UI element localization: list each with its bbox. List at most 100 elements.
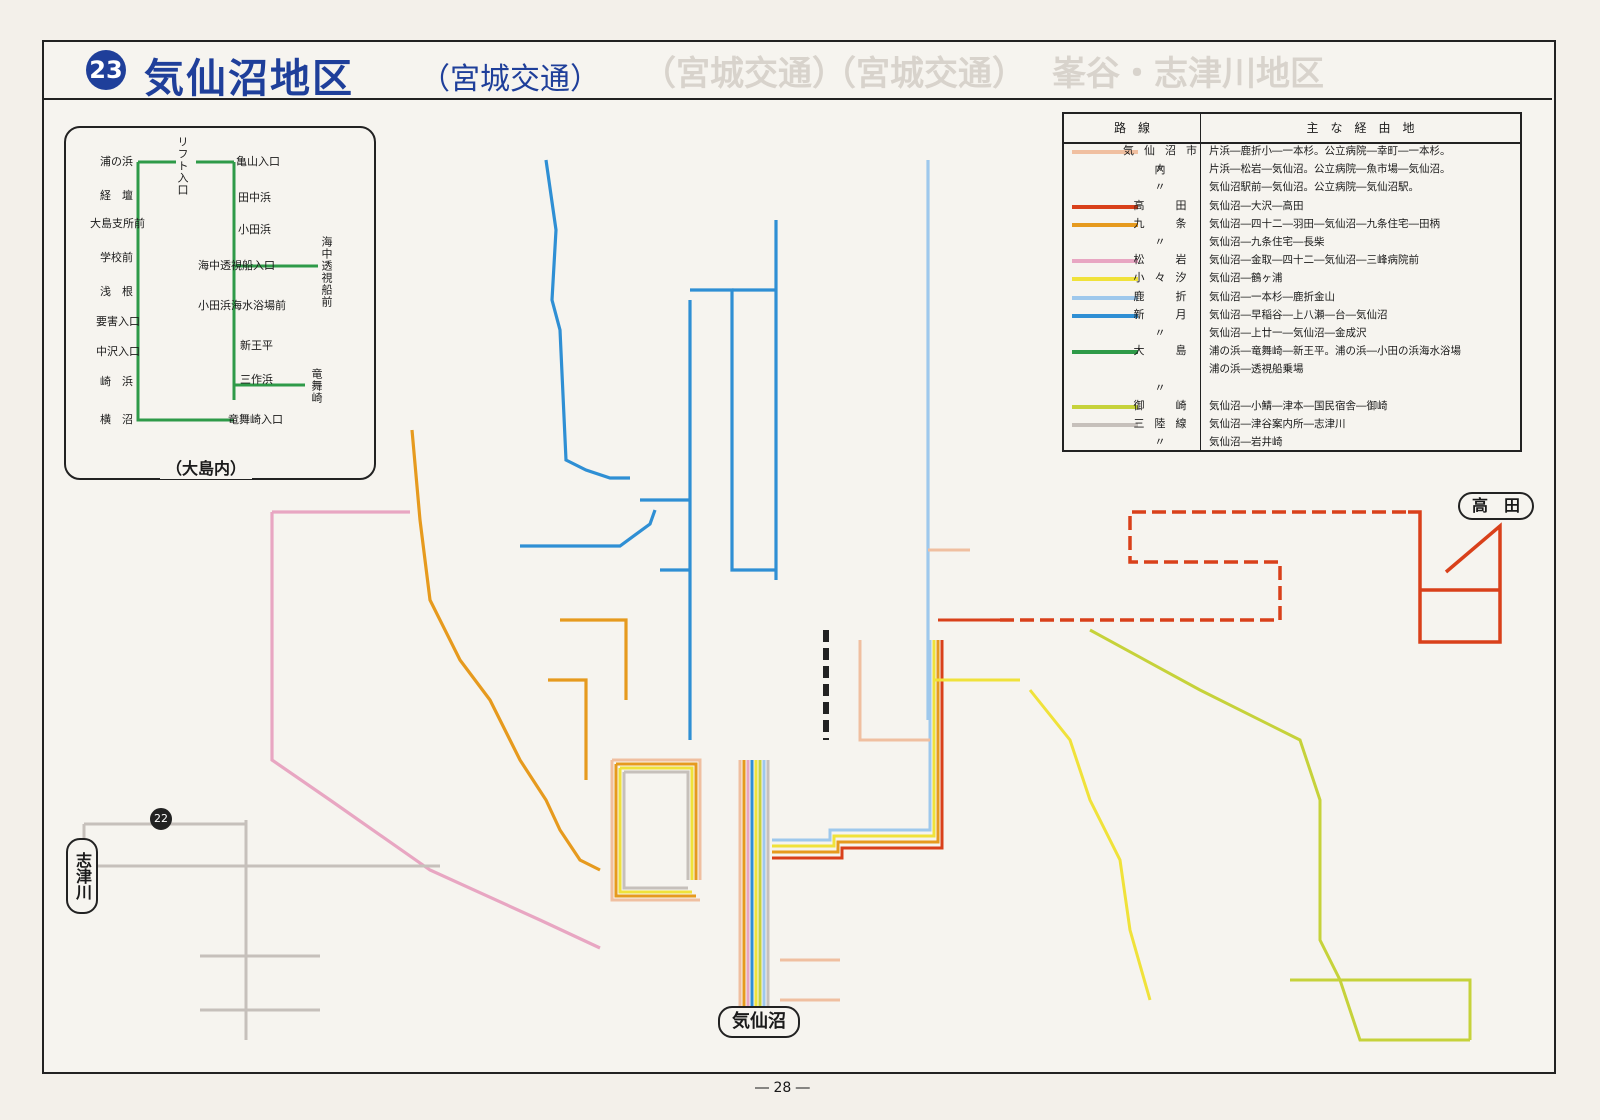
legend-row: 気仙沼市内片浜―鹿折小―一本杉。公立病院―幸町―一本杉。 (1064, 142, 1520, 176)
legend-swatch (1072, 295, 1138, 300)
legend-swatch (1072, 204, 1138, 209)
niitsuki-route (520, 159, 778, 740)
legend-divider (1200, 114, 1201, 450)
takata-route (1000, 510, 1502, 644)
legend-route-header: 路 線 (1064, 114, 1200, 144)
legend-route-name: 〃 (1154, 435, 1176, 449)
stop-label: 海中透視船入口 (198, 259, 275, 272)
legend-row: 三陸線気仙沼―津谷案内所―志津川 (1064, 415, 1520, 434)
stop-label: 竜舞崎 (310, 368, 323, 404)
legend-route-name: 松 岩 (1133, 253, 1197, 267)
legend-row: 高 田気仙沼―大沢―高田 (1064, 197, 1520, 216)
legend-via: 気仙沼―津谷案内所―志津川 (1209, 418, 1346, 430)
stop-label: 竜舞崎入口 (228, 413, 283, 426)
takata-terminal-label: 高 田 (1458, 492, 1534, 520)
legend-route-name: 鹿 折 (1133, 289, 1197, 303)
bleed-through-text-1: （宮城交通） (642, 54, 846, 94)
route-legend: 路 線 主 な 経 由 地 気仙沼市内片浜―鹿折小―一本杉。公立病院―幸町―一本… (1062, 112, 1522, 452)
legend-row: 〃 (1064, 379, 1520, 398)
stop-label: 崎 浜 (100, 375, 133, 388)
legend-row: 九 条気仙沼―四十二―羽田―気仙沼―九条住宅―田柄 (1064, 215, 1520, 234)
legend-via: 気仙沼―上廿一―気仙沼―金成沢 (1209, 327, 1367, 339)
stop-label: 三作浜 (240, 373, 273, 386)
legend-row: 〃 気仙沼―九条住宅―長柴 (1064, 233, 1520, 252)
legend-route-name: 〃 (1154, 235, 1176, 248)
stop-label: 浦の浜 (100, 155, 133, 168)
legend-via: 気仙沼―岩井崎 (1209, 436, 1283, 449)
legend-via-header: 主 な 経 由 地 (1201, 114, 1520, 144)
legend-row: 〃 気仙沼―岩井崎 (1064, 433, 1520, 452)
legend-swatch (1072, 350, 1138, 355)
route-22-badge: 22 (150, 808, 172, 830)
legend-row: 御 崎気仙沼―小鯖―津本―国民宿舎―御崎 (1064, 397, 1520, 416)
stop-label: 経 壇 (100, 189, 133, 202)
legend-route-name: 〃 (1154, 180, 1176, 194)
legend-swatch (1072, 313, 1138, 318)
legend-route-name: 大 島 (1133, 344, 1197, 358)
legend-via: 気仙沼―四十二―羽田―気仙沼―九条住宅―田柄 (1209, 217, 1440, 230)
shizugawa-terminal-label: 志津川 (66, 838, 98, 914)
kesennuma-terminal-label: 気仙沼 (718, 1006, 800, 1038)
legend-via: 気仙沼―九条住宅―長柴 (1209, 236, 1325, 248)
kujo-route (410, 429, 628, 872)
legend-via: 気仙沼―早稲谷―上八瀬―台―気仙沼 (1209, 308, 1388, 321)
page-title: 気仙沼地区 (144, 56, 354, 102)
page-number: ― 28 ― (755, 1080, 810, 1096)
legend-swatch (1072, 259, 1138, 264)
legend-row: 浦の浜―透視船乗場 (1064, 360, 1520, 379)
legend-route-name: 小々汐 (1133, 271, 1197, 285)
sanriku-route (82, 820, 440, 1040)
legend-via: 片浜―松岩―気仙沼。公立病院―魚市場―気仙沼。 (1209, 163, 1451, 176)
stop-label: 大島支所前 (90, 217, 145, 230)
matsuiwa-route (270, 510, 601, 950)
stop-label: 中沢入口 (96, 345, 140, 358)
stop-label: 横 沼 (100, 413, 133, 426)
legend-swatch (1072, 368, 1138, 372)
legend-via: 気仙沼―鶴ヶ浦 (1209, 272, 1283, 285)
legend-route-name: 九 条 (1133, 216, 1197, 230)
district-number-badge: 23 (86, 50, 126, 90)
legend-swatch (1072, 423, 1138, 427)
stop-label: 田中浜 (238, 191, 271, 204)
stop-label: 要害入口 (96, 315, 140, 328)
oshima-route (136, 160, 318, 422)
legend-via: 気仙沼―金取―四十二―気仙沼―三峰病院前 (1209, 254, 1419, 267)
legend-swatch (1072, 277, 1138, 282)
legend-via: 気仙沼―小鯖―津本―国民宿舎―御崎 (1209, 399, 1388, 412)
stop-label: 小田浜 (238, 223, 271, 236)
bleed-through-text-2: （宮城交通） (822, 54, 1026, 94)
downtown-bundle (610, 548, 1020, 1020)
legend-row: 小々汐気仙沼―鶴ヶ浦 (1064, 269, 1520, 288)
stop-label: 小田浜海水浴場前 (198, 299, 286, 312)
legend-via: 気仙沼駅前―気仙沼。公立病院―気仙沼駅。 (1209, 181, 1419, 194)
legend-route-name: 三陸線 (1133, 417, 1197, 430)
oshima-inset-caption: （大島内） (160, 455, 253, 479)
legend-route-name: 〃 (1154, 162, 1176, 176)
legend-route-name: 〃 (1154, 380, 1176, 394)
bleed-through-text-3: 峯谷・志津川地区 (1052, 54, 1324, 94)
koyoshio-route (1028, 689, 1152, 1001)
legend-via: 気仙沼―大沢―高田 (1209, 199, 1304, 212)
legend-row: 大 島浦の浜―竜舞崎―新王平。浦の浜―小田の浜海水浴場 (1064, 342, 1520, 361)
legend-swatch (1072, 222, 1138, 227)
legend-row: 〃 片浜―松岩―気仙沼。公立病院―魚市場―気仙沼。 (1064, 160, 1520, 179)
legend-row: 新 月気仙沼―早稲谷―上八瀬―台―気仙沼 (1064, 306, 1520, 325)
legend-via: 気仙沼―一本杉―鹿折金山 (1209, 290, 1335, 303)
legend-swatch (1072, 404, 1138, 409)
stop-label: 学校前 (100, 251, 133, 264)
legend-swatch (1072, 150, 1138, 154)
legend-via: 浦の浜―竜舞崎―新王平。浦の浜―小田の浜海水浴場 (1209, 345, 1461, 358)
stop-label: 海中透視船前 (320, 236, 333, 308)
legend-row: 〃 気仙沼駅前―気仙沼。公立病院―気仙沼駅。 (1064, 178, 1520, 197)
legend-route-name: 高 田 (1133, 198, 1197, 212)
legend-via: 片浜―鹿折小―一本杉。公立病院―幸町―一本杉。 (1209, 145, 1451, 157)
stop-label: リフト入口 (176, 136, 189, 196)
legend-row: 松 岩気仙沼―金取―四十二―気仙沼―三峰病院前 (1064, 251, 1520, 270)
legend-row: 鹿 折気仙沼―一本杉―鹿折金山 (1064, 288, 1520, 307)
legend-route-name: 御 崎 (1133, 398, 1197, 412)
stop-label: 新王平 (240, 339, 273, 352)
legend-route-name: 〃 (1154, 326, 1176, 339)
oshima-inset (64, 126, 376, 480)
misaki-route (1089, 628, 1472, 1042)
